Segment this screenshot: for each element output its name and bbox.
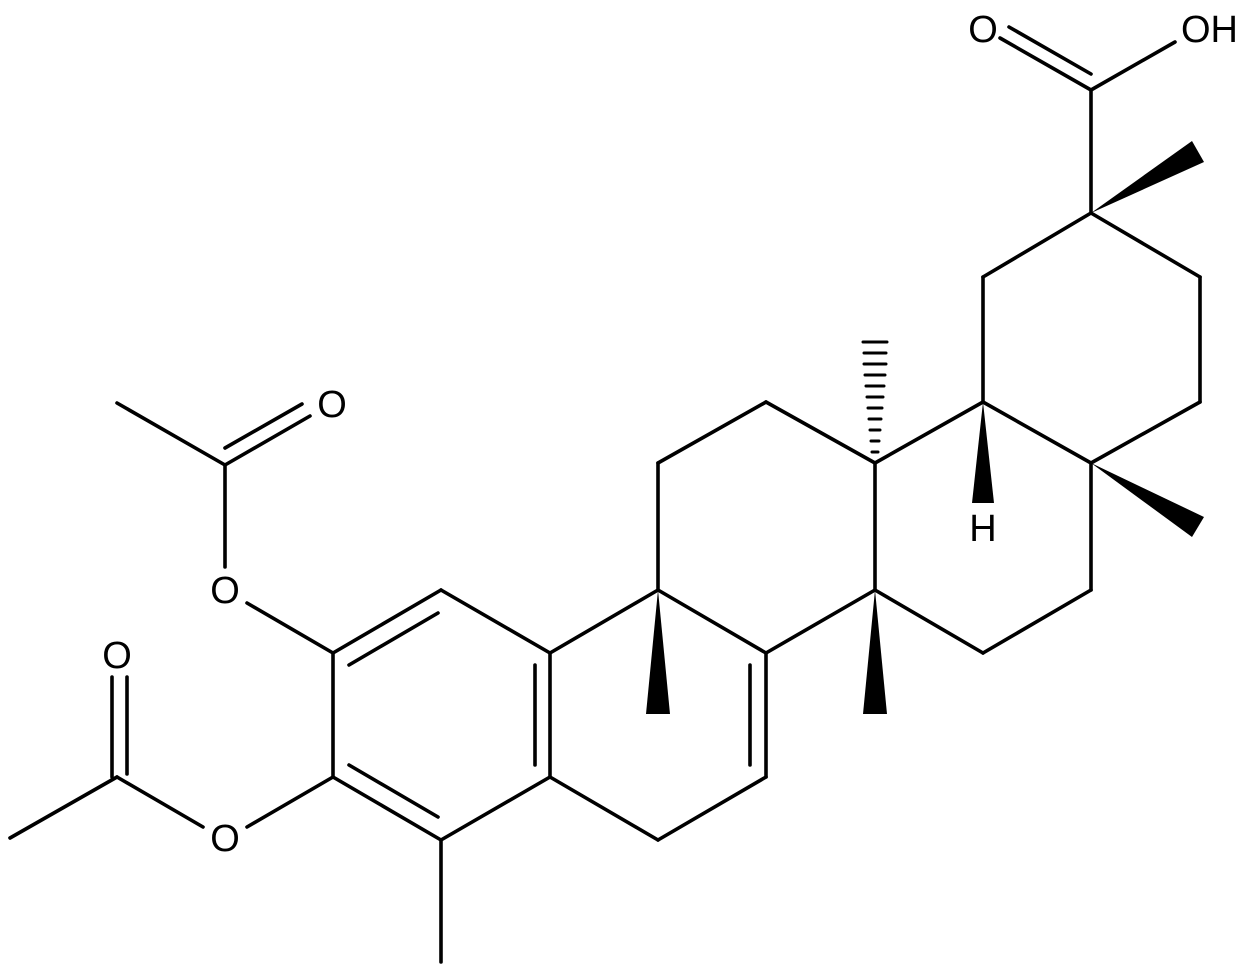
bond (245, 601, 335, 655)
atom-labels: O OH H O O O O (102, 9, 1238, 860)
bond (656, 400, 768, 465)
bond (548, 588, 660, 655)
bond (1089, 211, 1202, 279)
bond (873, 400, 985, 465)
bond (981, 211, 1093, 279)
bond (223, 414, 312, 467)
bond (331, 588, 443, 655)
bond (1089, 400, 1202, 465)
bond-lines (8, 25, 1202, 964)
bond (331, 775, 443, 842)
bond (347, 763, 440, 819)
bond (245, 775, 335, 829)
wedge-bonds (646, 141, 1204, 714)
wedge-bond (1091, 463, 1204, 537)
hashed-wedge-bond (861, 340, 889, 454)
bond (347, 611, 440, 667)
ester-oxygen-label: O (210, 570, 240, 612)
bond (764, 588, 877, 655)
wedge-bond (972, 402, 994, 503)
bond (981, 588, 1093, 655)
bond (548, 775, 660, 842)
wedge-bond (646, 590, 670, 714)
wedge-bond (863, 590, 887, 714)
ester-oxygen-label: O (210, 818, 240, 860)
wedge-bond (1091, 141, 1204, 213)
bond (1089, 40, 1177, 92)
carbonyl-oxygen-label: O (968, 9, 998, 51)
ester-carbonyl-oxygen-label: O (102, 635, 132, 677)
bond (439, 775, 552, 842)
bond (998, 36, 1093, 92)
bond (873, 588, 985, 655)
bond (115, 775, 205, 829)
bond (8, 775, 119, 840)
bond (764, 400, 877, 465)
bond (1007, 25, 1093, 76)
bond (656, 775, 768, 842)
bond (981, 400, 1093, 465)
hydroxyl-label: OH (1181, 9, 1238, 51)
ester-carbonyl-oxygen-label: O (317, 384, 347, 426)
bond (223, 402, 304, 450)
bond (439, 588, 552, 655)
hydrogen-label: H (969, 508, 996, 550)
bond (115, 401, 227, 467)
bond (656, 588, 768, 655)
